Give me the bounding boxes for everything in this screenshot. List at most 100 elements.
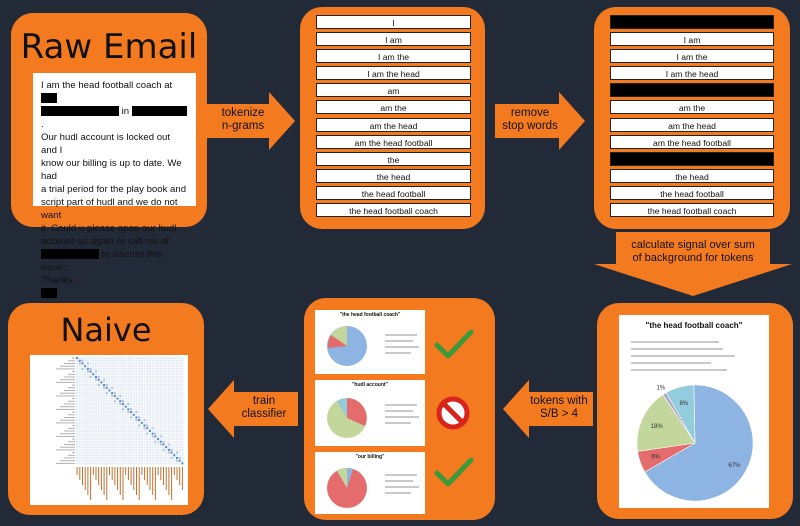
matrix-cell xyxy=(167,384,170,387)
matrix-cell xyxy=(143,386,146,389)
matrix-cell xyxy=(140,397,143,400)
matrix-cell xyxy=(165,462,168,465)
matrix-cell xyxy=(111,432,114,435)
matrix-cell xyxy=(97,421,100,424)
redaction xyxy=(41,106,119,117)
matrix-cell xyxy=(116,459,119,462)
column-label-tick xyxy=(92,467,94,475)
matrix-cell xyxy=(146,438,149,441)
matrix-cell xyxy=(100,438,103,441)
matrix-cell xyxy=(100,446,103,449)
matrix-cell xyxy=(181,438,184,441)
matrix-cell xyxy=(119,397,122,400)
matrix-cell xyxy=(132,421,135,424)
matrix-cell xyxy=(159,405,162,408)
matrix-cell xyxy=(135,435,138,438)
matrix-cell xyxy=(76,392,79,395)
matrix-cell xyxy=(121,397,124,400)
matrix-cell xyxy=(119,359,122,362)
matrix-cell xyxy=(138,448,141,451)
matrix-cell xyxy=(132,392,135,395)
matrix-cell xyxy=(157,370,160,373)
matrix-cell xyxy=(100,359,103,362)
row-label-tick xyxy=(68,454,75,456)
matrix-cell xyxy=(132,462,135,465)
row-label-tick xyxy=(64,444,75,445)
matrix-cell xyxy=(146,462,149,465)
matrix-cell xyxy=(148,373,151,376)
matrix-cell xyxy=(111,448,114,451)
matrix-cell xyxy=(100,389,103,392)
matrix-cell xyxy=(89,432,92,435)
matrix-cell xyxy=(170,378,173,381)
removed-stopword xyxy=(610,15,774,29)
matrix-cell xyxy=(81,451,84,454)
matrix-cell xyxy=(175,413,178,416)
matrix-cell xyxy=(113,448,116,451)
matrix-cell xyxy=(165,389,168,392)
matrix-cell xyxy=(76,370,79,373)
matrix-cell xyxy=(159,432,162,435)
matrix-cell xyxy=(159,419,162,422)
matrix-cell xyxy=(178,370,181,373)
matrix-cell xyxy=(108,402,111,405)
matrix-cell xyxy=(92,384,95,387)
matrix-cell xyxy=(151,448,154,451)
matrix-cell xyxy=(175,456,178,459)
matrix-cell xyxy=(89,435,92,438)
column-label-tick xyxy=(106,467,108,500)
matrix-cell xyxy=(113,357,116,360)
matrix-cell xyxy=(167,397,170,400)
confusion-matrix xyxy=(30,355,188,505)
token-pie-chart xyxy=(327,468,367,508)
ngram-item: am xyxy=(316,83,471,98)
matrix-cell xyxy=(165,413,168,416)
matrix-cell xyxy=(148,446,151,449)
matrix-cell xyxy=(178,365,181,368)
matrix-cell xyxy=(94,443,97,446)
matrix-cell xyxy=(94,451,97,454)
matrix-cell xyxy=(105,432,108,435)
matrix-cell xyxy=(162,432,165,435)
matrix-cell xyxy=(124,375,127,378)
matrix-cell xyxy=(162,392,165,395)
matrix-cell xyxy=(148,381,151,384)
matrix-cell xyxy=(132,419,135,422)
matrix-cell xyxy=(143,416,146,419)
matrix-cell xyxy=(108,421,111,424)
matrix-cell xyxy=(124,386,127,389)
matrix-cell xyxy=(76,373,79,376)
matrix-cell xyxy=(89,389,92,392)
legend-placeholder xyxy=(631,348,723,350)
matrix-cell xyxy=(135,448,138,451)
matrix-cell xyxy=(111,405,114,408)
matrix-cell xyxy=(140,443,143,446)
matrix-cell xyxy=(119,367,122,370)
matrix-cell xyxy=(135,365,138,368)
matrix-cell xyxy=(113,394,116,397)
matrix-cell xyxy=(181,451,184,454)
row-label-tick xyxy=(72,438,75,440)
matrix-cell xyxy=(146,381,149,384)
matrix-cell xyxy=(89,400,92,403)
matrix-cell xyxy=(84,443,87,446)
redaction xyxy=(131,106,187,117)
matrix-cell xyxy=(81,443,84,446)
matrix-cell xyxy=(127,456,130,459)
matrix-cell xyxy=(116,424,119,427)
matrix-cell xyxy=(81,373,84,376)
matrix-cell xyxy=(78,400,81,403)
matrix-cell xyxy=(130,408,133,411)
matrix-cell xyxy=(175,429,178,432)
matrix-cell xyxy=(157,440,160,443)
matrix-cell xyxy=(119,438,122,441)
matrix-cell xyxy=(103,454,106,457)
matrix-cell xyxy=(100,373,103,376)
matrix-cell xyxy=(146,408,149,411)
matrix-cell xyxy=(138,392,141,395)
redaction xyxy=(41,249,99,260)
matrix-cell xyxy=(132,389,135,392)
matrix-cell xyxy=(181,421,184,424)
matrix-cell xyxy=(157,443,160,446)
matrix-cell xyxy=(100,367,103,370)
